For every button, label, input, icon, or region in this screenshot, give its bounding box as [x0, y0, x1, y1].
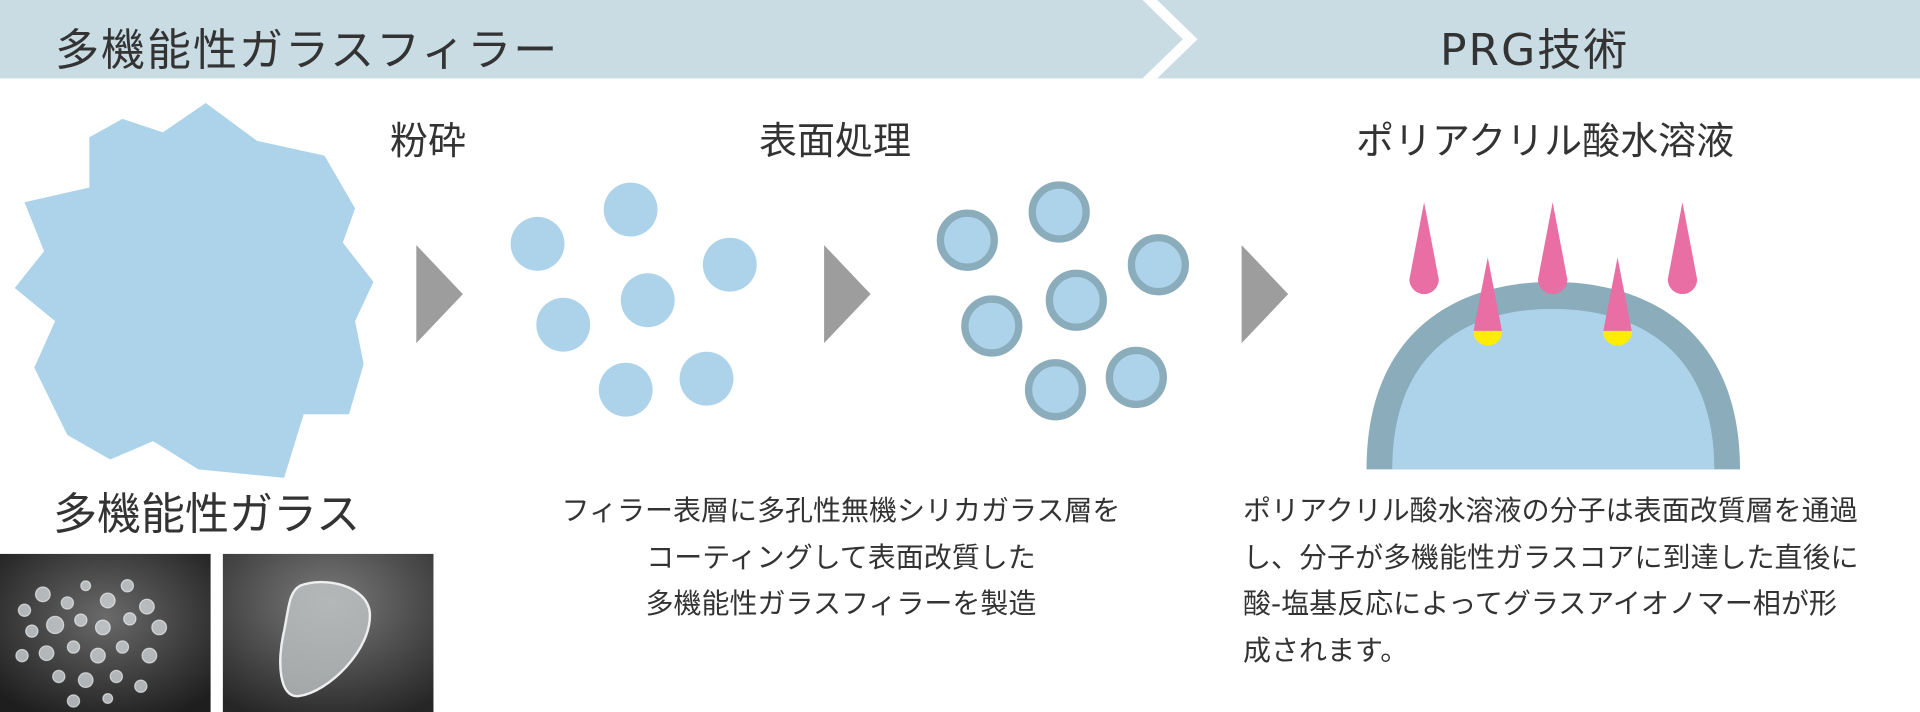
particle	[598, 362, 653, 417]
center-description: フィラー表層に多孔性無機シリカガラス層を コーティングして表面改質した 多機能性…	[541, 488, 1141, 628]
drop-reaction-tip	[1473, 330, 1503, 346]
arrow-icon-crush	[416, 245, 463, 344]
arrow-icon-solution	[1241, 245, 1289, 344]
drop-icon	[1473, 257, 1503, 334]
particle	[536, 297, 591, 352]
coated-particles	[936, 181, 1189, 421]
description-line: フィラー表層に多孔性無機シリカガラス層を	[561, 494, 1121, 527]
description-line: し、分子が多機能性ガラスコアに到達した直後に	[1243, 540, 1859, 574]
drop-reaction-tip	[1602, 330, 1633, 346]
step-label-solution: ポリアクリル酸水溶液	[1356, 119, 1735, 163]
glass-photo-piece	[222, 553, 434, 712]
particle	[603, 182, 658, 237]
coated-particle	[1127, 234, 1189, 296]
particle	[702, 237, 757, 292]
particle	[679, 351, 734, 406]
description-line: 成されます。	[1243, 633, 1409, 667]
glass-label: 多機能性ガラス	[53, 489, 361, 540]
coated-particle	[936, 209, 998, 271]
coated-particle	[1105, 346, 1167, 409]
coated-particle	[1045, 269, 1107, 331]
header-band	[0, 0, 1920, 79]
coated-particle	[961, 295, 1023, 357]
coated-particle	[1024, 359, 1087, 421]
glass-core-dome	[1392, 308, 1715, 470]
drop-icon	[1602, 257, 1633, 334]
description-line: ポリアクリル酸水溶液の分子は表面改質層を通過	[1243, 494, 1858, 527]
particle	[620, 273, 675, 328]
crushed-particles	[510, 182, 757, 417]
description-line: 酸-塩基反応によってグラスアイオノマー相が形	[1243, 587, 1837, 620]
step-label-surface: 表面処理	[759, 119, 912, 163]
coated-particle	[1028, 181, 1090, 243]
glass-photo-granules	[0, 553, 211, 712]
header-chevron-divider	[1142, 0, 1198, 79]
step-label-crush: 粉砕	[390, 119, 467, 163]
drop-icon	[1537, 202, 1568, 295]
description-line: コーティングして表面改質した	[646, 540, 1036, 574]
acid-drops	[1409, 202, 1698, 346]
header-left-title: 多機能性ガラスフィラー	[55, 25, 560, 76]
arrow-icon-surface	[824, 245, 871, 344]
right-description: ポリアクリル酸水溶液の分子は表面改質層を通過 し、分子が多機能性ガラスコアに到達…	[1243, 488, 1858, 674]
particle	[510, 216, 565, 271]
drop-icon	[1667, 202, 1698, 295]
description-line: 多機能性ガラスフィラーを製造	[645, 587, 1037, 620]
header-right-title: PRG技術	[1440, 25, 1630, 76]
drop-icon	[1409, 202, 1439, 295]
glass-shard-shape	[14, 102, 374, 478]
